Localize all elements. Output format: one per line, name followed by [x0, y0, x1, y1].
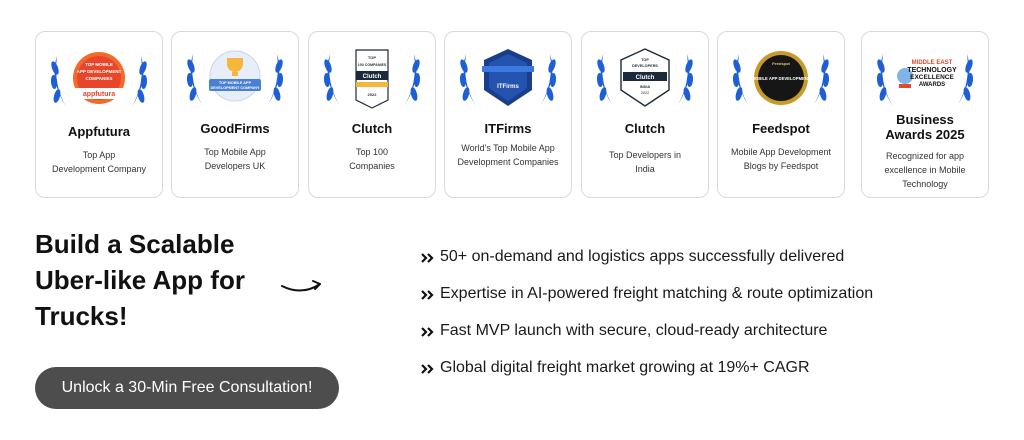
- award-name: Appfutura: [67, 124, 131, 139]
- award-name: GoodFirms: [200, 121, 270, 136]
- award-name: Business Awards 2025: [885, 112, 965, 142]
- feature-text: Global digital freight market growing at…: [440, 359, 810, 376]
- award-card-goodfirms: TOP MOBILE APP DEVELOPMENT COMPANY GoodF…: [171, 31, 299, 198]
- list-item: Fast MVP launch with secure, cloud-ready…: [420, 321, 1000, 358]
- clutch-india-badge: TOP DEVELOPERS Clutch INDIA 2022: [596, 48, 694, 107]
- goodfirms-badge: TOP MOBILE APP DEVELOPMENT COMPANY: [186, 50, 284, 106]
- appfutura-badge: TOP MOBILE APP DEVELOPMENT COMPANIES app…: [50, 52, 148, 108]
- feature-list: 50+ on-demand and logistics apps success…: [420, 247, 1000, 395]
- clutch-india-badge-mid: DEVELOPERS: [632, 64, 658, 68]
- clutch-india-badge-year: 2022: [641, 91, 649, 95]
- award-name: Feedspot: [752, 121, 810, 136]
- curved-arrow-icon: [281, 280, 321, 292]
- award-name: Clutch: [624, 121, 666, 136]
- goodfirms-badge-top: TOP MOBILE APP: [219, 81, 252, 85]
- clutch-india-badge-brand: Clutch: [636, 75, 655, 81]
- clutch-india-badge-bot: INDIA: [640, 85, 651, 89]
- laurel-wreath-icon: [186, 54, 284, 106]
- appfutura-badge-top: TOP MOBILE: [85, 62, 113, 67]
- headline-line-3: Trucks!: [35, 301, 128, 331]
- double-chevron-icon: [421, 253, 434, 263]
- award-card-feedspot: Feedspot MOBILE APP DEVELOPMENT Feedspot…: [717, 31, 845, 198]
- laurel-wreath-icon: [323, 54, 421, 106]
- appfutura-badge-brand: appfutura: [83, 91, 115, 98]
- double-chevron-icon: [421, 364, 434, 374]
- clutch-badge-brand: Clutch: [363, 74, 382, 80]
- double-chevron-icon: [421, 327, 434, 337]
- award-name: Clutch: [351, 121, 393, 136]
- clutch-badge-year: 2022: [368, 92, 378, 97]
- laurel-wreath-icon: [732, 54, 830, 106]
- goodfirms-badge-mid: DEVELOPMENT COMPANY: [210, 86, 260, 90]
- laurel-wreath-icon: [596, 54, 694, 106]
- laurel-wreath-icon: [50, 56, 148, 108]
- business-awards-badge-l1: MIDDLE EAST: [912, 60, 953, 66]
- awards-row: TOP MOBILE APP DEVELOPMENT COMPANIES app…: [35, 31, 990, 198]
- feedspot-badge-mid: MOBILE APP DEVELOPMENT: [752, 76, 811, 81]
- laurel-wreath-icon: [876, 54, 974, 106]
- business-awards-badge-l4: AWARDS: [919, 82, 945, 88]
- clutch-badge-mid: 100 COMPANIES: [358, 63, 387, 67]
- clutch-badge: TOP 100 COMPANIES Clutch 2022: [323, 49, 421, 109]
- business-awards-badge-l2: TECHNOLOGY: [907, 67, 957, 74]
- feature-text: 50+ on-demand and logistics apps success…: [440, 248, 845, 265]
- business-awards-badge: MIDDLE EAST TECHNOLOGY EXCELLENCE AWARDS: [876, 54, 974, 106]
- clutch-india-badge-top: TOP: [641, 58, 649, 62]
- feedspot-badge-brand: Feedspot: [772, 61, 790, 66]
- headline-line-1: Build a Scalable: [35, 229, 235, 259]
- feature-text: Expertise in AI-powered freight matching…: [440, 285, 874, 302]
- free-consultation-button[interactable]: Unlock a 30-Min Free Consultation!: [35, 367, 339, 409]
- list-item: Global digital freight market growing at…: [420, 358, 1000, 395]
- clutch-badge-top: TOP: [368, 55, 376, 60]
- appfutura-badge-bot: COMPANIES: [86, 76, 113, 81]
- list-item: Expertise in AI-powered freight matching…: [420, 284, 1000, 321]
- award-name: ITFirms: [484, 121, 532, 136]
- itfirms-badge: ITFirms: [459, 49, 557, 106]
- feature-text: Fast MVP launch with secure, cloud-ready…: [440, 322, 828, 339]
- double-chevron-icon: [421, 290, 434, 300]
- appfutura-badge-mid: APP DEVELOPMENT: [77, 69, 122, 74]
- award-card-appfutura: TOP MOBILE APP DEVELOPMENT COMPANIES app…: [35, 31, 163, 198]
- award-card-clutch-india: TOP DEVELOPERS Clutch INDIA 2022 Clutch …: [581, 31, 709, 198]
- award-card-clutch-top100: TOP 100 COMPANIES Clutch 2022 Clutch Top…: [308, 31, 436, 198]
- headline-line-2: Uber-like App for: [35, 265, 245, 295]
- list-item: 50+ on-demand and logistics apps success…: [420, 247, 1000, 284]
- award-card-business-awards: MIDDLE EAST TECHNOLOGY EXCELLENCE AWARDS…: [861, 31, 989, 198]
- laurel-wreath-icon: [459, 54, 557, 106]
- feedspot-badge: Feedspot MOBILE APP DEVELOPMENT: [732, 51, 830, 106]
- business-awards-badge-l3: EXCELLENCE: [910, 74, 954, 81]
- page-headline: Build a Scalable Uber-like App for Truck…: [35, 226, 335, 334]
- itfirms-badge-brand: ITFirms: [497, 84, 519, 90]
